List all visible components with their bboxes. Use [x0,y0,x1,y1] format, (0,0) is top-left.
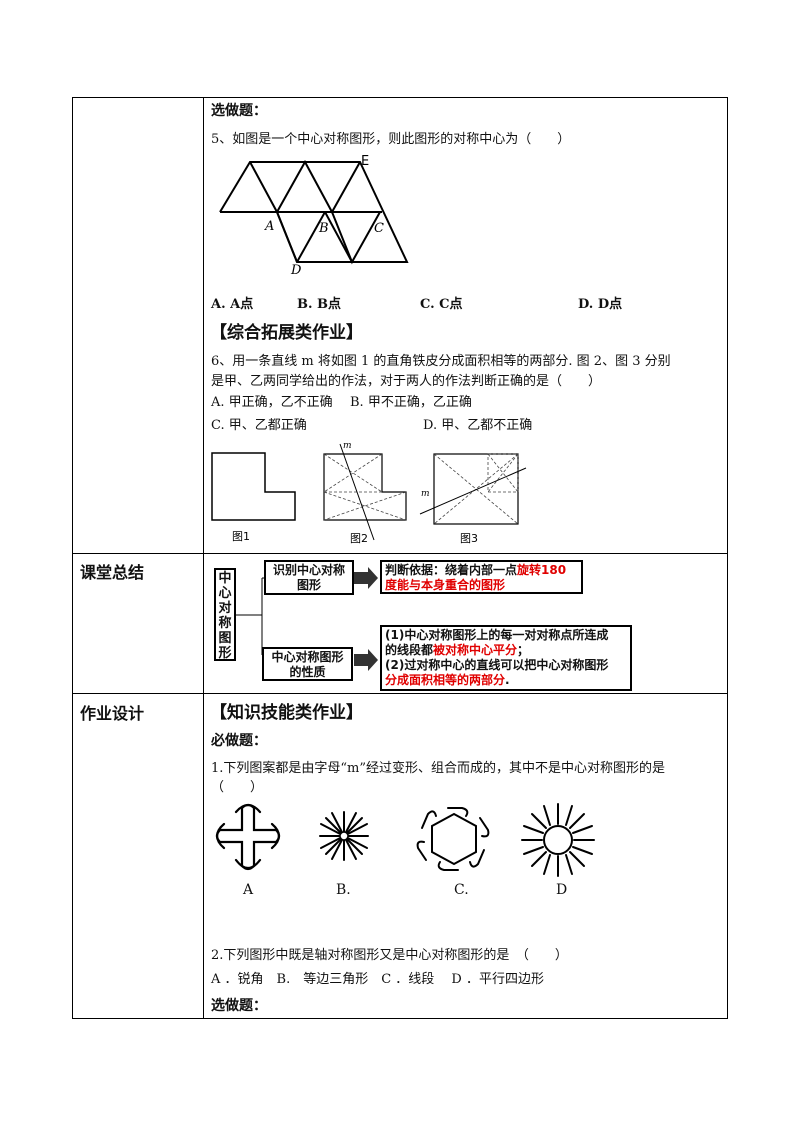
prop-p1: (1)中心对称图形上的每一对对称点所连成 [385,628,609,642]
q1-line2: （ ） [211,780,264,795]
row-divider-1 [72,553,728,554]
label-a: A [264,219,274,234]
main-char-6: 形 [218,646,232,661]
row-label-summary: 课堂总结 [80,563,145,582]
prop-p2a: 的线段都 [385,643,434,657]
label-e: E [361,154,369,169]
fig2-m-label: m [343,441,352,451]
q1-pattern-b [319,811,369,861]
identify-box: 识别中心对称 图形 [264,560,354,595]
main-char-3: 对 [218,601,232,616]
label-b: B [318,221,329,236]
q6-line1: 6、用一条直线 m 将如图 1 的直角铁皮分成面积相等的两部分. 图 2、图 3… [211,354,671,369]
skill-title: 【知识技能类作业】 [210,703,363,723]
label-c: C [374,221,384,236]
criteria-red2: 度能与本身重合的图形 [385,578,506,592]
q5-option-c: C. C点 [420,297,463,312]
q5-option-d: D. D点 [578,297,623,312]
label-d: D [290,263,302,278]
identify-line1: 识别中心对称 [272,563,345,577]
property-line1: 中心对称图形 [271,650,344,664]
row-label-homework: 作业设计 [80,704,145,723]
q6-option-d: D. 甲、乙都不正确 [423,418,533,433]
q5-option-a: A. A点 [211,297,254,312]
worksheet-table [72,97,728,1019]
q6-option-a: A. 甲正确，乙不正确 [211,395,333,410]
q1-option-c: C. [454,882,469,898]
required-title: 必做题： [211,733,267,749]
q1-pattern-d [521,803,595,877]
q6-option-c: C. 甲、乙都正确 [211,418,307,433]
main-char-5: 图 [218,631,232,646]
property-detail-box: (1)中心对称图形上的每一对对称点所连成 的线段都被对称中心平分； (2)过对称… [380,625,632,691]
prop-p2c: ； [517,643,530,657]
q5-option-b: B. B点 [297,297,342,312]
q5-hexagon-triangle-figure: E A B C D [219,154,409,278]
main-char-2: 心 [218,586,232,601]
prop-p4b: . [505,673,510,687]
q6-option-b: B. 甲不正确，乙正确 [350,395,472,410]
criteria-box: 判断依据：绕着内部一点旋转180 度能与本身重合的图形 [380,560,583,594]
prop-p2b: 被对称中心平分 [433,643,518,657]
property-box: 中心对称图形 的性质 [262,647,353,681]
summary-main-box: 中 心 对 称 图 形 [214,568,236,661]
figure-3-yi-method: m 图3 [419,453,527,545]
fig3-label: 图3 [460,532,478,545]
identify-line2: 图形 [296,578,321,592]
fig3-m-label: m [421,489,430,499]
q6-line2: 是甲、乙两同学给出的作法，对于两人的作法判断正确的是（ ） [211,374,602,389]
q2-text: 2.下列图形中既是轴对称图形又是中心对称图形的是 （ ） [211,948,568,963]
q2-options: A ．锐角 B. 等边三角形 C ．线段 D ．平行四边形 [211,972,544,987]
main-char-1: 中 [218,571,232,586]
property-line2: 的性质 [289,665,326,679]
q1-pattern-c [416,807,490,871]
criteria-prefix: 判断依据：绕着内部一点 [385,563,518,577]
extension-title: 【综合拓展类作业】 [210,323,363,343]
row-divider-2 [72,693,728,694]
column-divider [203,97,204,1019]
q1-option-d: D [556,882,568,898]
fig1-label: 图1 [232,530,250,543]
prop-p4a: 分成面积相等的两部分 [385,673,506,687]
optional-title: 选做题： [211,103,267,119]
fig2-label: 图2 [350,532,368,545]
main-char-4: 称 [218,616,232,631]
optional-title-2: 选做题： [211,998,267,1014]
q1-option-b: B. [336,882,351,898]
prop-p3: (2)过对称中心的直线可以把中心对称图形 [385,658,609,672]
summary-connectors [236,567,378,671]
q1-option-a: A [243,882,254,898]
q1-line1: 1.下列图案都是由字母“m”经过变形、组合而成的，其中不是中心对称图形的是 [211,761,666,776]
figure-1-l-shape: 图1 [211,452,296,543]
q5-text: 5、如图是一个中心对称图形，则此图形的对称中心为（ ） [211,132,571,147]
figure-2-jia-method: m 图2 [323,441,407,545]
q1-pattern-a [215,803,281,871]
criteria-red1: 旋转180 [517,563,567,577]
